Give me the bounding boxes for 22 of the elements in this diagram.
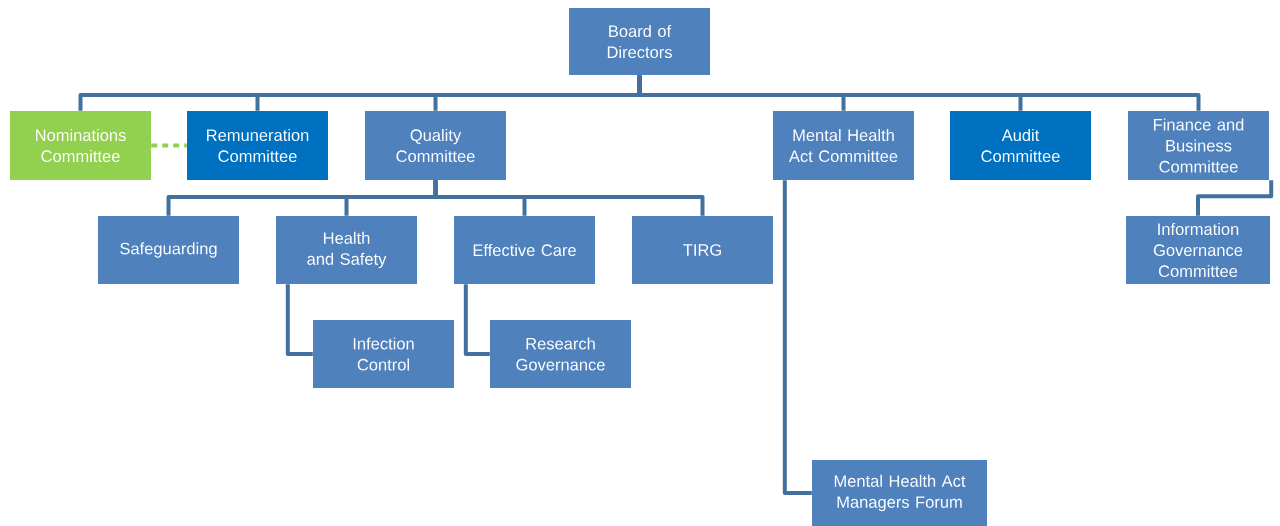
connector-line xyxy=(151,143,187,148)
committee-box: TIRG xyxy=(632,216,773,284)
committee-box: Infection Control xyxy=(313,320,454,388)
committee-box: Effective Care xyxy=(454,216,595,284)
committee-box: Health and Safety xyxy=(276,216,417,284)
committee-box: Mental Health Act Committee xyxy=(773,111,914,180)
connector-line xyxy=(782,180,812,495)
committee-box: Remuneration Committee xyxy=(187,111,328,180)
connector-line xyxy=(1196,180,1274,216)
connector-line xyxy=(285,284,313,356)
committee-box: Nominations Committee xyxy=(10,111,151,180)
committee-box: Quality Committee xyxy=(365,111,506,180)
connector-line xyxy=(637,75,1201,111)
committee-box: Audit Committee xyxy=(950,111,1091,180)
committee-box: Safeguarding xyxy=(98,216,239,284)
committee-box: Research Governance xyxy=(490,320,631,388)
connector-line xyxy=(463,284,490,356)
committee-box: Information Governance Committee xyxy=(1126,216,1270,284)
connector-line xyxy=(433,180,705,216)
committee-box: Mental Health Act Managers Forum xyxy=(812,460,987,526)
committee-box: Finance and Business Committee xyxy=(1128,111,1269,180)
committee-box: Board of Directors xyxy=(569,8,710,75)
